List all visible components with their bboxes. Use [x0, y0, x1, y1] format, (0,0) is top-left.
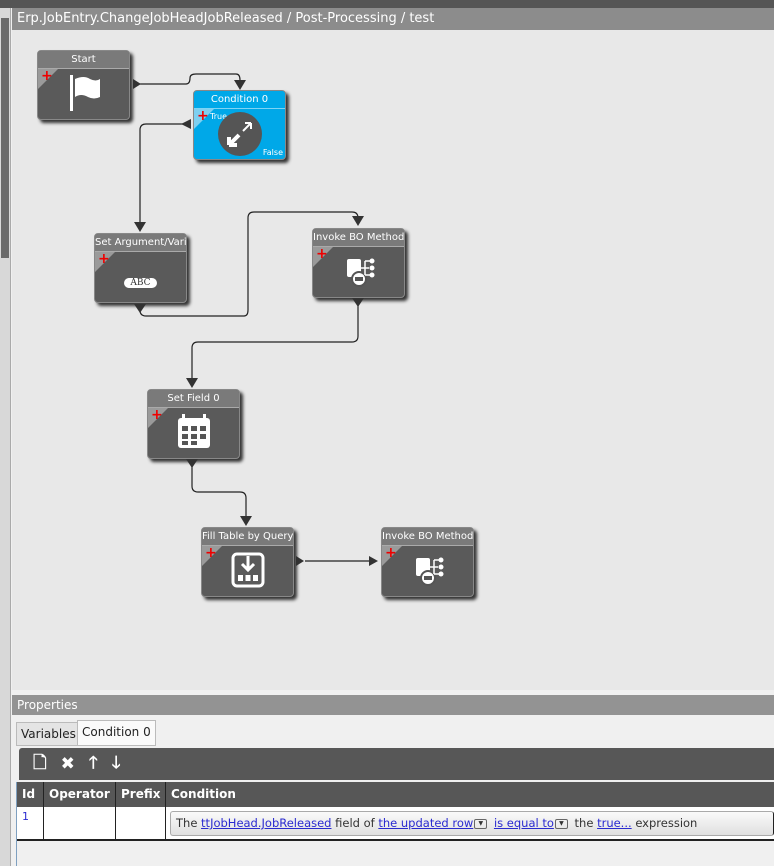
table-row[interactable]: 1 The ttJobHead.JobReleased field of the… [17, 807, 774, 841]
cell-operator[interactable] [44, 807, 116, 839]
text: expression [635, 816, 698, 830]
false-label: False [262, 148, 283, 157]
move-up-icon[interactable]: 🡑 [88, 752, 98, 773]
abc-icon: ABC [124, 278, 157, 288]
workflow-title: Erp.JobEntry.ChangeJobHeadJobReleased / … [12, 8, 774, 30]
properties-toolbar: 🗋 ✖ 🡑 🡓 [19, 748, 774, 780]
node-set-argument[interactable]: Set Argument/Vari + ABC [94, 233, 187, 303]
add-icon[interactable]: + [197, 108, 209, 124]
text: field of [335, 816, 375, 830]
col-operator: Operator [44, 782, 116, 807]
add-icon[interactable]: + [151, 407, 163, 423]
col-prefix: Prefix [116, 782, 166, 807]
node-condition[interactable]: Condition 0 + True False [193, 90, 286, 160]
bo-method-icon [382, 550, 473, 594]
condition-expression: The ttJobHead.JobReleased field of the u… [170, 811, 774, 836]
add-icon[interactable]: + [385, 545, 397, 561]
col-condition: Condition [171, 787, 236, 801]
conditions-table: Id Operator Prefix Condition 1 The ttJob… [16, 782, 774, 866]
text: the [574, 816, 594, 830]
node-title: Fill Table by Query [202, 528, 293, 546]
new-icon[interactable]: 🗋 [33, 752, 47, 773]
node-title: Set Argument/Vari [95, 234, 186, 252]
download-table-icon [202, 550, 293, 594]
operator-link[interactable]: is equal to [493, 816, 554, 830]
dropdown-icon[interactable]: ▼ [474, 818, 488, 829]
row-link[interactable]: the updated row [378, 816, 474, 830]
node-title: Start [38, 51, 129, 69]
node-fill-table-by-query[interactable]: Fill Table by Query + [201, 527, 294, 597]
properties-header: Properties [12, 695, 774, 715]
add-icon[interactable]: + [98, 251, 110, 267]
node-set-field[interactable]: Set Field 0 + [147, 389, 240, 459]
cell-id: 1 [17, 807, 44, 839]
node-title: Set Field 0 [148, 390, 239, 408]
tab-condition-0[interactable]: Condition 0 [77, 720, 156, 746]
dropdown-icon[interactable]: ▼ [554, 818, 568, 829]
node-invoke-bo-method-2[interactable]: Invoke BO Method + [381, 527, 474, 597]
top-bar [0, 0, 774, 8]
node-invoke-bo-method-1[interactable]: Invoke BO Method + [312, 228, 405, 298]
node-title: Invoke BO Method [382, 528, 473, 546]
left-gutter [0, 8, 11, 866]
condition-arrows-icon [194, 111, 285, 159]
node-title: Invoke BO Method [313, 229, 404, 247]
value-link[interactable]: true... [597, 816, 632, 830]
add-icon[interactable]: + [205, 545, 217, 561]
text: The [176, 816, 198, 830]
move-down-icon[interactable]: 🡓 [111, 752, 121, 773]
cell-prefix[interactable] [116, 807, 166, 839]
bo-method-icon [313, 251, 404, 295]
true-label: True [210, 112, 227, 121]
node-start[interactable]: Start + [37, 50, 130, 120]
add-icon[interactable]: + [316, 246, 328, 262]
tab-variables[interactable]: Variables [16, 722, 81, 746]
calendar-grid-icon [148, 412, 239, 456]
add-icon[interactable]: + [41, 68, 53, 84]
delete-icon[interactable]: ✖ [60, 754, 75, 774]
field-link[interactable]: ttJobHead.JobReleased [201, 816, 332, 830]
scrollbar[interactable] [1, 18, 9, 258]
node-title: Condition 0 [194, 91, 285, 109]
col-id: Id [17, 782, 44, 807]
flag-icon [38, 73, 129, 117]
